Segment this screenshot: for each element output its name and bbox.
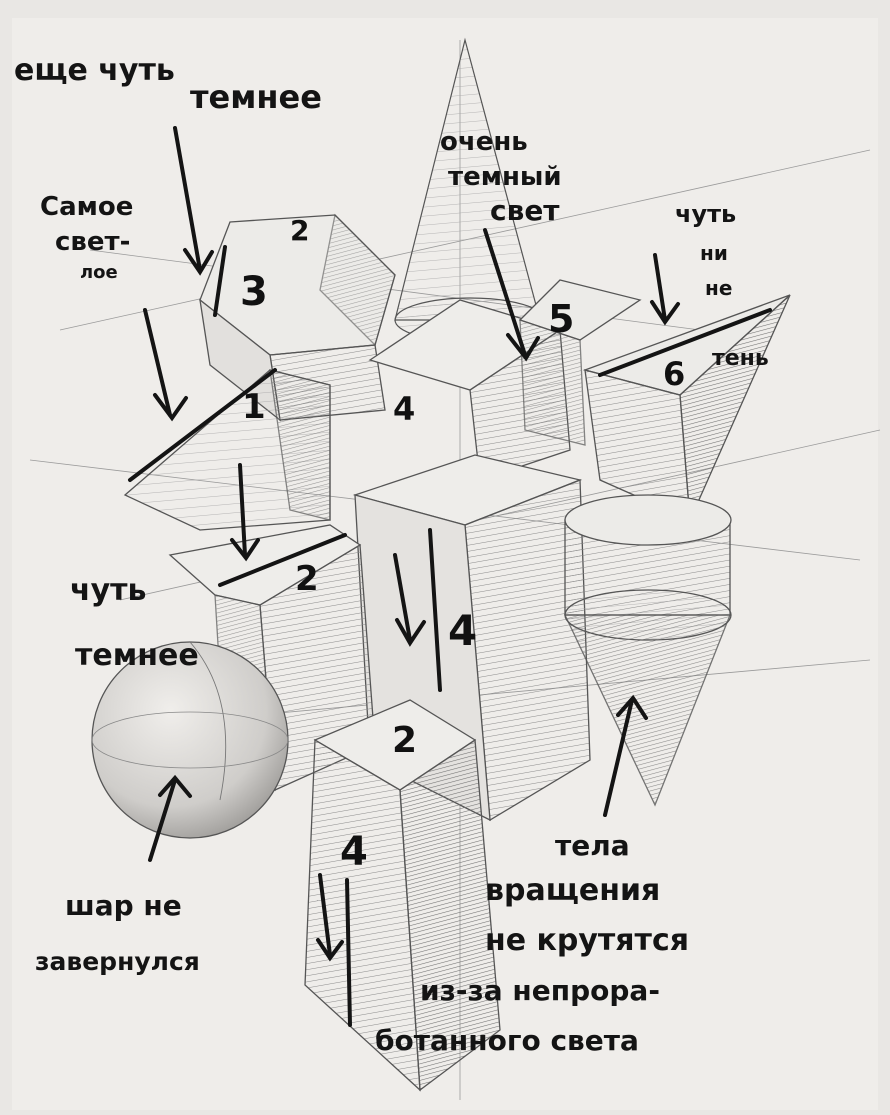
note-darker-line2: темнее [75, 638, 199, 673]
note-very-dark-line2: темный [448, 162, 562, 192]
cylinder-and-cone [563, 494, 732, 807]
note-sphere-line2: завернулся [35, 947, 200, 976]
note-slightly-line2: ни [700, 241, 728, 265]
note-top-left-line2: темнее [190, 78, 322, 116]
note-lightest-line3: лое [80, 262, 118, 283]
note-slightly-line1: чуть [675, 200, 736, 228]
note-sphere-line1: шар не [65, 889, 182, 922]
note-rotation-line3: не крутятся [485, 923, 689, 958]
sphere [91, 641, 289, 839]
note-lightest-line2: свет- [55, 227, 130, 257]
note-very-dark-line1: очень [440, 127, 528, 157]
number-center-face: 4 [393, 390, 415, 428]
number-top-cube: 2 [290, 214, 309, 247]
note-very-dark-line3: свет [490, 194, 560, 227]
number-center-column: 4 [448, 606, 477, 655]
number-right-prism: 5 [548, 297, 574, 341]
note-shadow: тень [712, 346, 769, 371]
note-lightest-line1: Самое [40, 192, 133, 222]
number-left-prism: 1 [242, 387, 266, 427]
note-rotation-line5: ботанного света [375, 1024, 639, 1057]
number-mid-left-top: 2 [295, 559, 319, 599]
note-top-left-line1: еще чуть [14, 53, 175, 88]
triangular-prism-left [123, 369, 331, 531]
bottom-column [304, 699, 501, 1092]
note-slightly-line3: не [705, 276, 732, 300]
note-rotation-line2: вращения [485, 873, 660, 908]
note-rotation-line1: тела [555, 829, 630, 862]
note-rotation-line4: из-за непрора- [420, 974, 660, 1007]
number-bottom-face: 4 [340, 829, 368, 875]
ink-marks [128, 126, 772, 1027]
number-bottom-top: 2 [392, 720, 417, 761]
central-block [368, 279, 642, 481]
number-top-side: 3 [240, 269, 268, 315]
note-darker-line1: чуть [70, 573, 147, 608]
number-right-triangle: 6 [663, 355, 685, 393]
